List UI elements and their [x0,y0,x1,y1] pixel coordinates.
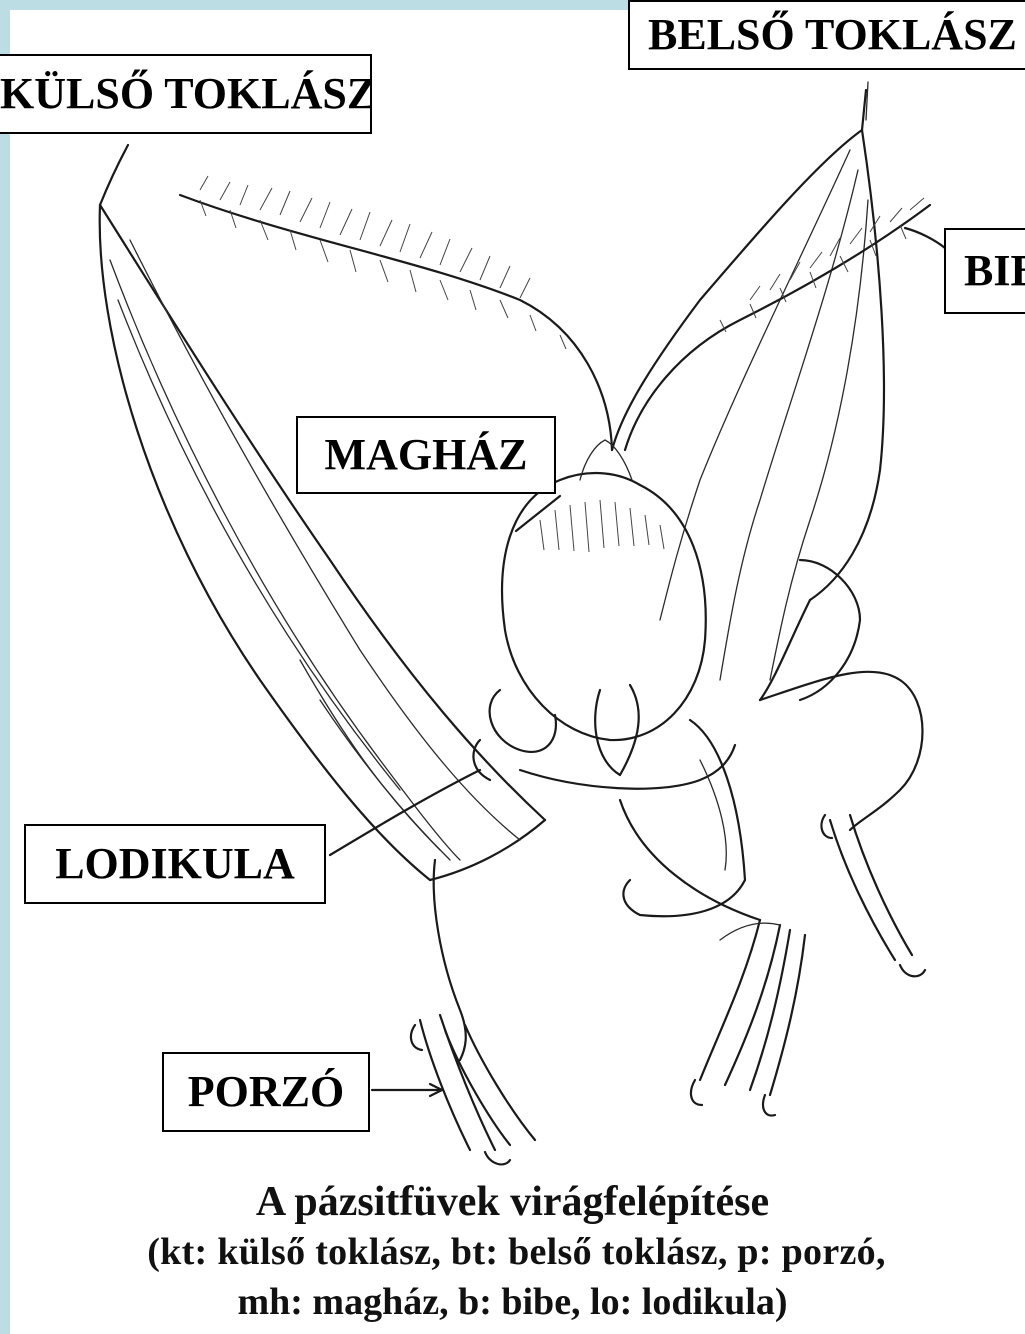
flower-base-drawing [620,560,923,920]
stamen-label: PORZÓ [162,1052,370,1132]
inner-palea-label: BELSŐ TOKLÁSZ [628,0,1025,70]
stigma-label: BIBE [944,228,1025,314]
stigma-label-text: BIBE [964,249,1025,293]
feathery-stigma-drawing [180,176,930,450]
lodicule-label: LODIKULA [24,824,326,904]
stamen-drawing [372,815,925,1164]
ovary-label: MAGHÁZ [296,416,556,494]
caption-title: A pázsitfüvek virágfelépítése [0,1178,1025,1226]
stamen-label-text: PORZÓ [188,1070,344,1114]
inner-palea-label-text: BELSŐ TOKLÁSZ [648,13,1017,57]
caption-legend-line-2: mh: magház, b: bibe, lo: lodikula) [0,1280,1025,1324]
caption-legend-line-1: (kt: külső toklász, bt: belső toklász, p… [0,1230,1025,1274]
label-pointer-lines [905,228,945,248]
outer-lemma-label-text: KÜLSŐ TOKLÁSZ [0,72,372,116]
lodicule-label-text: LODIKULA [55,842,295,886]
ovary-label-text: MAGHÁZ [325,433,528,477]
inner-palea-drawing [612,82,884,700]
outer-lemma-label: KÜLSŐ TOKLÁSZ [0,54,372,134]
